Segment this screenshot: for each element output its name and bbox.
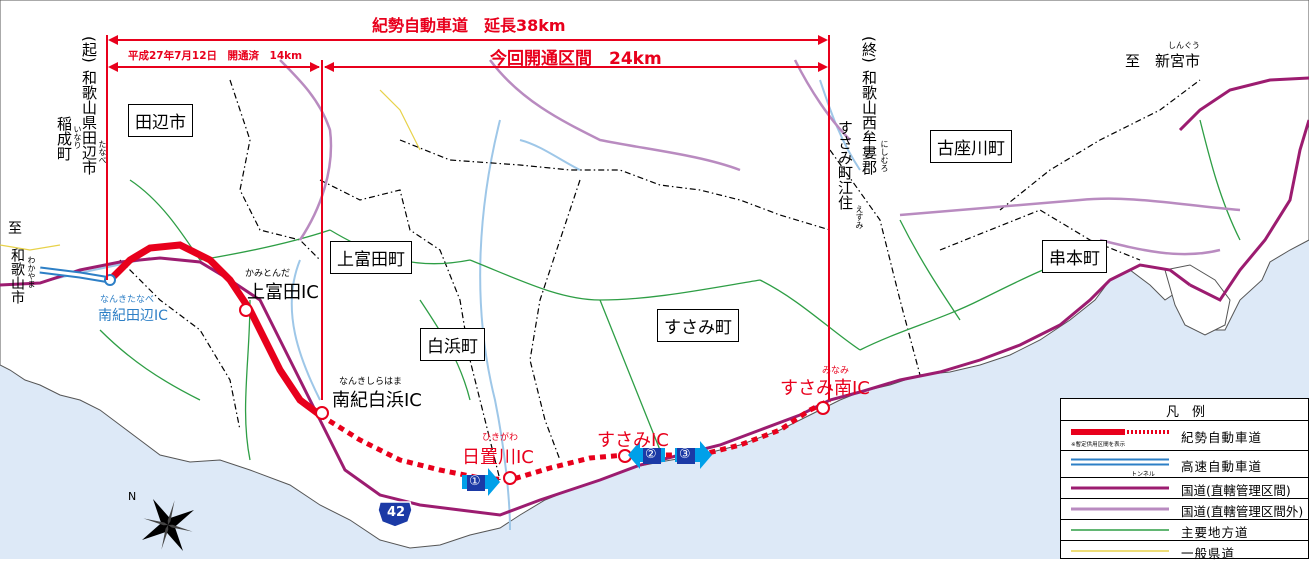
- legend-national-other-symbol: [1071, 507, 1169, 511]
- municipal-boundaries: [119, 79, 1201, 481]
- national-roads-other: [279, 59, 1241, 256]
- legend-kisei-symbol: [1071, 429, 1169, 435]
- municipality-kushimoto: 串本町: [1042, 240, 1107, 273]
- ic-nanki-shirahama-label: 南紀白浜IC: [332, 390, 422, 411]
- legend-national-direct-symbol: [1071, 486, 1169, 490]
- legend-national-other-label: 国道(直轄管理区間外): [1181, 504, 1304, 519]
- end-ruby-nishimuro: にしむろ: [880, 140, 889, 172]
- legend-main-local-symbol: [1071, 529, 1169, 531]
- route-42-shield: [377, 501, 413, 528]
- municipality-kozagawa: 古座川町: [930, 130, 1012, 163]
- end-pref: 和歌山西牟婁郡: [860, 70, 878, 175]
- start-ruby-tanabe: たなべ: [98, 140, 107, 164]
- marker-2: ②: [645, 447, 657, 462]
- ic-hikigawa-label: 日置川IC: [462, 447, 534, 468]
- expressway: [39, 266, 111, 284]
- marker-3: ③: [679, 447, 691, 462]
- route-42-number: 42: [387, 505, 406, 520]
- span-arrowheads: [108, 35, 828, 72]
- kushimoto-peninsula: [1164, 264, 1231, 336]
- legend-row-national-direct: 国道(直轄管理区間): [1061, 477, 1309, 498]
- ic-kamitonda-label: 上富田IC: [247, 282, 319, 303]
- span-lines: [106, 35, 830, 400]
- compass-north-label: N: [128, 490, 137, 503]
- start-mark: (起): [80, 36, 98, 63]
- ic-hikigawa-ruby: ひきがわ: [482, 433, 519, 443]
- legend-kisei-label: 紀勢自動車道: [1181, 430, 1263, 445]
- start-pref: 和歌山県田辺市: [80, 70, 98, 175]
- legend-expressway-symbol: [1071, 458, 1169, 466]
- municipality-susami: すさみ町: [657, 309, 739, 342]
- legend-prefectural-symbol: [1071, 550, 1169, 552]
- ic-susami-label: すさみIC: [597, 430, 669, 451]
- legend-kisei-note: ※暫定供用区間を表示: [1071, 442, 1126, 448]
- legend-row-prefectural: 一般県道: [1061, 540, 1309, 561]
- main-local-roads: [99, 119, 1241, 461]
- kisei-new-section: [318, 397, 832, 483]
- to-shingu-label: 至 新宮市: [1125, 52, 1201, 70]
- legend: 凡 例 ※暫定供用区間を表示 紀勢自動車道 トンネル 高速自動車道 国道(直轄管…: [1060, 398, 1309, 561]
- legend-main-local-label: 主要地方道: [1181, 525, 1249, 540]
- end-town: すさみ町江住: [836, 120, 854, 210]
- ic-nanki-tanabe-label: 南紀田辺IC: [98, 308, 168, 324]
- opened-section-label: 平成27年7月12日 開通済 14km: [128, 50, 303, 62]
- legend-row-kisei: ※暫定供用区間を表示 紀勢自動車道: [1061, 420, 1309, 450]
- municipality-kamitonda: 上富田町: [330, 241, 412, 274]
- municipality-tanabe: 田辺市: [128, 104, 193, 137]
- road-title: 紀勢自動車道 延長38km: [372, 16, 566, 35]
- legend-expressway-note: トンネル: [1131, 471, 1155, 478]
- ic-nanki-tanabe-ruby: なんきたなべ: [100, 295, 155, 305]
- ic-susami-minami-ruby: みなみ: [822, 366, 850, 376]
- end-mark: (終): [860, 36, 878, 63]
- kisei-opened-section: [107, 241, 323, 418]
- end-ruby-esumi: えすみ: [855, 205, 864, 229]
- legend-national-direct-label: 国道(直轄管理区間): [1181, 483, 1291, 498]
- shingu-ruby: しんぐう: [1168, 41, 1200, 50]
- marker-1: ①: [469, 474, 481, 489]
- legend-row-main-local: 主要地方道: [1061, 519, 1309, 540]
- wakayama-ruby: わかやま: [27, 256, 36, 288]
- ic-kamitonda-ruby: かみとんだ: [245, 269, 291, 279]
- start-ruby-inari: いなり: [73, 125, 82, 149]
- new-section-label: 今回開通区間 24km: [490, 49, 662, 69]
- compass-rose: [142, 499, 194, 551]
- ic-nanki-shirahama-ruby: なんきしらはま: [339, 377, 403, 387]
- to-wakayama-label: 至: [8, 221, 22, 237]
- direction-arrows: [462, 441, 712, 496]
- ic-susami-minami-label: すさみ南IC: [780, 378, 870, 399]
- municipality-shirahama: 白浜町: [420, 328, 485, 361]
- prefectural-roads: [0, 89, 421, 251]
- legend-row-expressway: トンネル 高速自動車道: [1061, 450, 1309, 478]
- legend-header: 凡 例: [1165, 405, 1205, 420]
- ic-markers: [104, 274, 830, 485]
- legend-expressway-label: 高速自動車道: [1181, 459, 1263, 474]
- legend-prefectural-label: 一般県道: [1181, 546, 1236, 561]
- legend-row-national-other: 国道(直轄管理区間外): [1061, 498, 1309, 519]
- wakayama-label: 和歌山市: [9, 248, 25, 304]
- start-town: 稲成町: [55, 116, 73, 161]
